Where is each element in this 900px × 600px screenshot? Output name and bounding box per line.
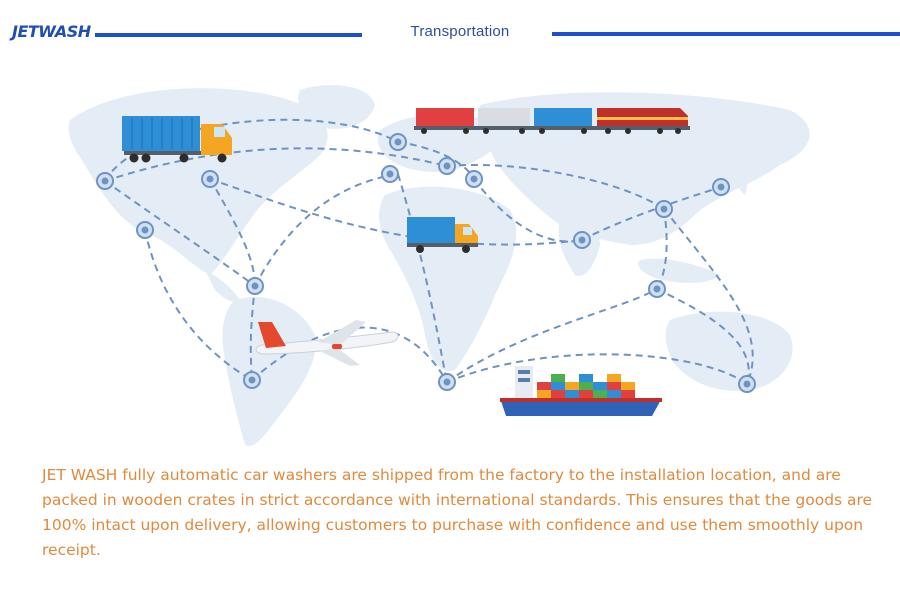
header-bar: JETWASH Transportation — [0, 0, 900, 60]
location-pin-icon — [246, 277, 264, 295]
location-pin-icon — [136, 221, 154, 239]
container-ship-icon — [500, 366, 662, 416]
train-icon — [414, 108, 690, 134]
section-title: Transportation — [410, 23, 510, 40]
header-rule-right — [552, 32, 900, 36]
container-truck-icon — [122, 116, 232, 163]
location-pin-icon — [712, 178, 730, 196]
shipping-description: JET WASH fully automatic car washers are… — [42, 466, 873, 559]
jetwash-logo: JETWASH — [12, 22, 91, 41]
location-pin-icon — [381, 165, 399, 183]
location-pin-icon — [201, 170, 219, 188]
location-pin-icon — [465, 170, 483, 188]
location-pin-icon — [655, 200, 673, 218]
header-rule-left — [95, 33, 362, 37]
location-pin-icon — [96, 172, 114, 190]
location-pin-icon — [389, 133, 407, 151]
transportation-illustration — [0, 60, 900, 460]
airplane-icon — [255, 320, 399, 366]
location-pin-icon — [438, 157, 456, 175]
location-pin-icon — [648, 280, 666, 298]
location-pins — [96, 133, 756, 393]
location-pin-icon — [438, 373, 456, 391]
location-pin-icon — [738, 375, 756, 393]
location-pin-icon — [243, 371, 261, 389]
world-map — [68, 85, 810, 446]
location-pin-icon — [573, 231, 591, 249]
delivery-van-icon — [407, 217, 478, 253]
